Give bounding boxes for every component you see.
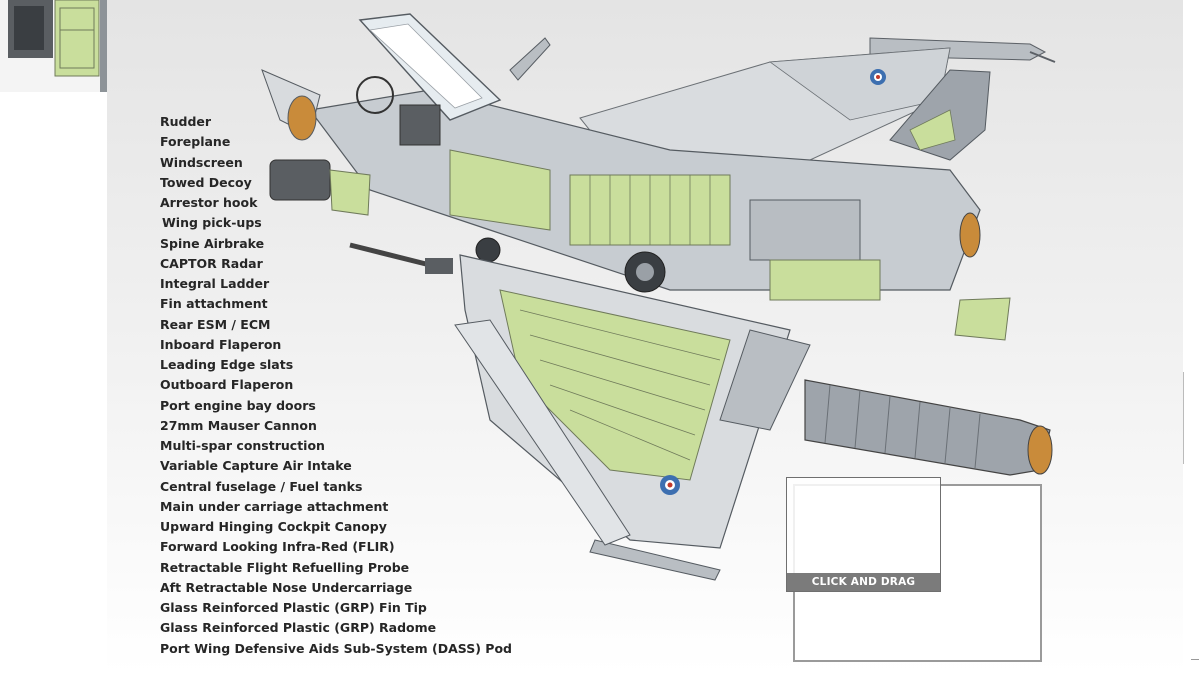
previous-view-thumbnail [0,0,107,92]
label-arrestor-hook[interactable]: Arrestor hook [160,195,258,210]
label-port-wing-dass-pod[interactable]: Port Wing Defensive Aids Sub-System (DAS… [160,640,513,656]
label-upward-hinging-cockpit-canopy[interactable]: Upward Hinging Cockpit Canopy [160,519,387,534]
navigator-drag-handle[interactable]: CLICK AND DRAG [786,477,941,592]
label-retractable-flight-refuelling-probe[interactable]: Retractable Flight Refuelling Probe [160,559,410,575]
component-label-list: Rudder Foreplane Windscreen Towed Decoy … [160,112,512,659]
label-captor-radar[interactable]: CAPTOR Radar [160,255,263,271]
label-aft-retractable-nose-undercarriage[interactable]: Aft Retractable Nose Undercarriage [160,579,413,595]
label-outboard-flaperon[interactable]: Outboard Flaperon [160,377,294,393]
label-port-engine-bay-doors[interactable]: Port engine bay doors [160,397,316,413]
label-rear-esm-ecm[interactable]: Rear ESM / ECM [160,316,271,332]
label-27mm-mauser-cannon[interactable]: 27mm Mauser Cannon [160,417,317,433]
label-spine-airbrake[interactable]: Spine Airbrake [160,235,265,251]
label-multi-spar-construction[interactable]: Multi-spar construction [160,438,325,453]
label-rudder[interactable]: Rudder [160,114,212,129]
click-and-drag-label: CLICK AND DRAG [787,573,940,591]
label-windscreen[interactable]: Windscreen [160,154,243,170]
label-grp-fin-tip[interactable]: Glass Reinforced Plastic (GRP) Fin Tip [160,600,427,615]
label-central-fuselage-fuel-tanks[interactable]: Central fuselage / Fuel tanks [160,478,363,494]
label-fin-attachment[interactable]: Fin attachment [160,296,268,312]
typhoon-cutaway-illustration [261,13,1056,581]
label-inboard-flaperon[interactable]: Inboard Flaperon [160,336,282,352]
label-wing-pick-ups[interactable]: Wing pick-ups [162,215,262,231]
scroll-indicator [1183,372,1184,464]
label-forward-looking-infra-red[interactable]: Forward Looking Infra-Red (FLIR) [160,539,395,555]
label-towed-decoy[interactable]: Towed Decoy [160,174,252,190]
label-grp-radome[interactable]: Glass Reinforced Plastic (GRP) Radome [160,620,437,636]
label-variable-capture-air-intake[interactable]: Variable Capture Air Intake [160,458,352,474]
label-main-undercarriage-attachment[interactable]: Main under carriage attachment [160,498,389,514]
corner-mark [1191,659,1199,660]
label-leading-edge-slats[interactable]: Leading Edge slats [160,357,294,372]
viewer-right-margin [1183,0,1200,674]
label-integral-ladder[interactable]: Integral Ladder [160,276,270,291]
label-foreplane[interactable]: Foreplane [160,134,231,150]
